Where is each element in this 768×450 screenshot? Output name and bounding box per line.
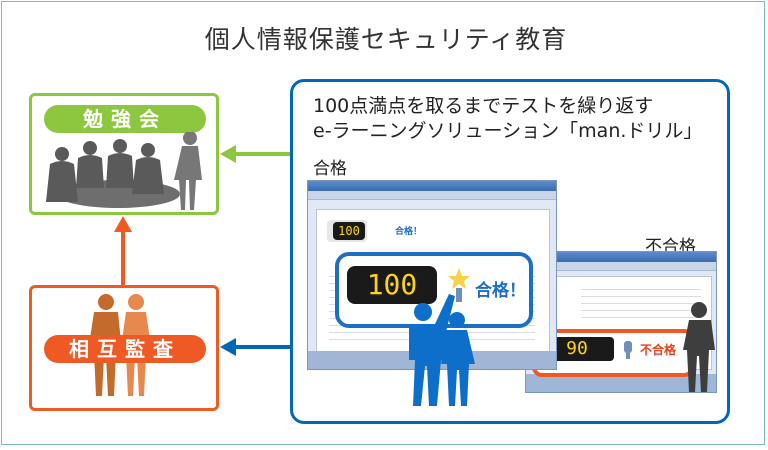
meeting-silhouette-icon [46,132,202,210]
study-session-label: 勉強会 [44,105,206,133]
elearning-box: 100点満点を取るまでテストを繰り返す e-ラーニングソリューション「man.ド… [290,79,730,424]
elearning-line1: 100点満点を取るまでテストを繰り返す [313,95,654,117]
trophy-star-icon [448,268,470,302]
study-session-box: 勉強会 [29,93,219,215]
pass-label: 合格 [313,159,347,179]
elearning-to-audit-arrowhead [220,338,236,356]
pass-score-display: 100 [347,266,437,304]
elearning-to-study-arrowhead [220,145,236,163]
pass-badge: 合格！ [475,281,526,301]
page-title: 個人情報保護セキュリティ教育 [204,25,568,54]
fail-badge: 不合格 [640,343,677,357]
elearning-line2: e-ラーニングソリューション「man.ドリル」 [313,120,703,142]
pass-small-score: 100 [333,222,365,240]
trophy-icon [624,341,632,359]
pass-small-badge: 合格！ [395,227,423,237]
pass-result-panel: 100 合格！ [335,252,533,328]
elearning-description: 100点満点を取るまでテストを繰り返す e-ラーニングソリューション「man.ド… [313,94,702,144]
audit-to-study-arrowhead [114,216,132,232]
celebrating-people-icon [409,294,475,406]
disappointed-person-icon [683,302,715,392]
mutual-audit-label: 相互監査 [44,335,206,363]
mutual-audit-box: 相互監査 [29,285,219,411]
